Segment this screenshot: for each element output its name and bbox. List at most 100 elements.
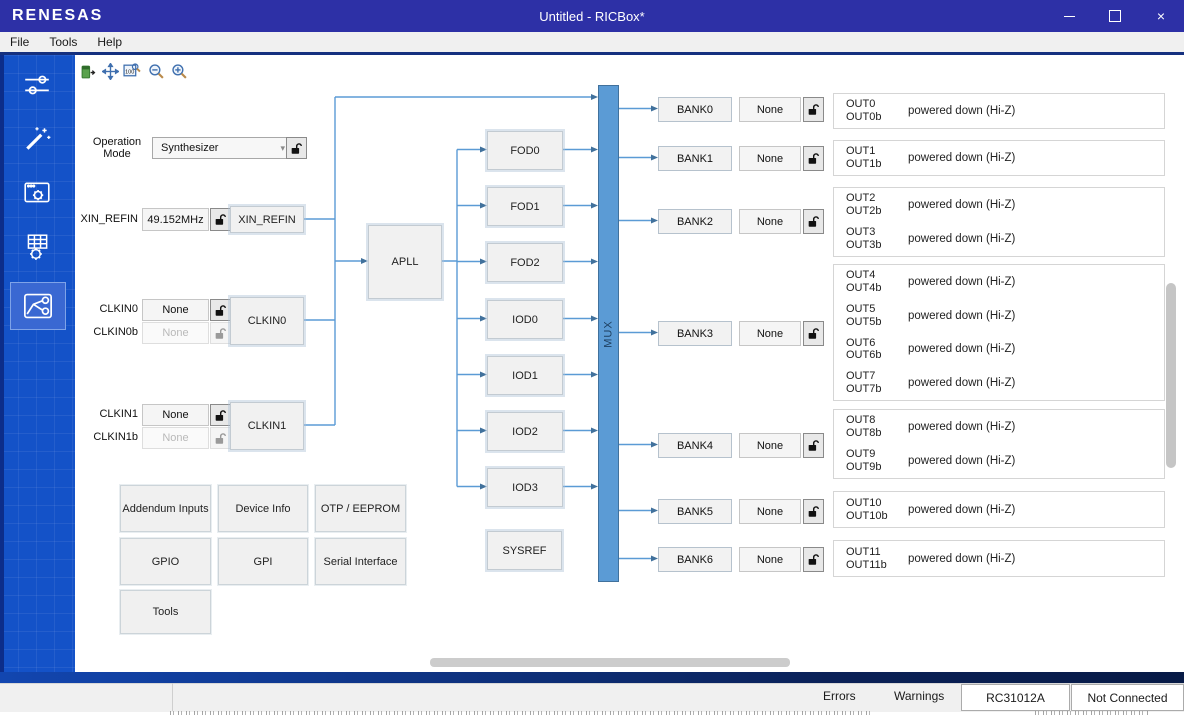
iod2-label: IOD2: [512, 425, 538, 438]
menu-tools[interactable]: Tools: [49, 35, 78, 49]
bank5-lock-button[interactable]: [803, 499, 824, 524]
out11b-name: OUT11b: [846, 558, 887, 571]
bank6-button[interactable]: BANK6: [658, 547, 732, 572]
out2b-name: OUT2b: [846, 205, 882, 217]
iod1-block[interactable]: IOD1: [487, 356, 563, 395]
title-bar: RENESAS Untitled - RICBox* ×: [0, 0, 1184, 32]
operation-mode-dropdown[interactable]: Synthesizer ▾: [152, 137, 292, 159]
bank0-button[interactable]: BANK0: [658, 97, 732, 122]
chevron-down-icon: ▾: [280, 142, 285, 153]
bank0-lock-button[interactable]: [803, 97, 824, 122]
iod0-block[interactable]: IOD0: [487, 300, 563, 339]
menu-file[interactable]: File: [10, 35, 30, 49]
bank5-button[interactable]: BANK5: [658, 499, 732, 524]
bank5-field[interactable]: None: [739, 499, 801, 524]
sidebar-item-tuning[interactable]: [10, 62, 64, 108]
bank3-lock-button[interactable]: [803, 321, 824, 346]
divider: [0, 52, 1184, 55]
warnings-label[interactable]: Warnings: [894, 689, 945, 703]
addendum-inputs-button[interactable]: Addendum Inputs: [120, 485, 211, 532]
out2-status: powered down (Hi-Z): [908, 199, 1016, 211]
bank4-field[interactable]: None: [739, 433, 801, 458]
out3-name: OUT3: [846, 226, 876, 239]
clkin1-lock-button[interactable]: [210, 404, 231, 426]
device-info-button[interactable]: Device Info: [218, 485, 308, 532]
iod3-block[interactable]: IOD3: [487, 468, 563, 507]
clkin0-block[interactable]: CLKIN0: [230, 297, 304, 345]
zoom-100-button[interactable]: 100: [122, 61, 142, 81]
zoom-out-button[interactable]: [146, 61, 166, 81]
serial-interface-button[interactable]: Serial Interface: [315, 538, 406, 585]
sysref-block[interactable]: SYSREF: [487, 531, 562, 570]
fod1-block[interactable]: FOD1: [487, 187, 563, 226]
fod2-block[interactable]: FOD2: [487, 243, 563, 282]
clipped-log-row: [1035, 711, 1150, 715]
otp-eeprom-button[interactable]: OTP / EEPROM: [315, 485, 406, 532]
bank2-field[interactable]: None: [739, 209, 801, 234]
tools-button[interactable]: Tools: [120, 590, 211, 634]
maximize-button[interactable]: [1092, 0, 1138, 32]
horizontal-scrollbar[interactable]: [430, 658, 790, 667]
sidebar-item-block-diagram[interactable]: [10, 282, 66, 330]
xin-refin-field[interactable]: 49.152MHz: [142, 208, 209, 231]
gpio-button[interactable]: GPIO: [120, 538, 211, 585]
mux-block[interactable]: MUX: [598, 85, 619, 582]
device-part-number[interactable]: RC31012A: [961, 684, 1070, 711]
sidebar-item-wizard[interactable]: [10, 116, 64, 162]
bank1-field[interactable]: None: [739, 146, 801, 171]
bank0-field[interactable]: None: [739, 97, 801, 122]
zoom-in-button[interactable]: [169, 61, 189, 81]
menu-help[interactable]: Help: [97, 35, 123, 49]
out10-status: powered down (Hi-Z): [908, 503, 1016, 516]
apll-block[interactable]: APLL: [368, 225, 442, 299]
fod1-label: FOD1: [510, 200, 540, 213]
fod0-block[interactable]: FOD0: [487, 131, 563, 170]
out1-status: powered down (Hi-Z): [908, 152, 1016, 164]
bank4-lock-button[interactable]: [803, 433, 824, 458]
fit-to-view-button[interactable]: [100, 61, 120, 81]
iod2-block[interactable]: IOD2: [487, 412, 563, 451]
export-diagram-button[interactable]: [78, 61, 98, 81]
bank3-field[interactable]: None: [739, 321, 801, 346]
bank6-field[interactable]: None: [739, 547, 801, 572]
operation-mode-lock-button[interactable]: [286, 137, 307, 159]
bank1-lock-button[interactable]: [803, 146, 824, 171]
out9-status: powered down (Hi-Z): [908, 455, 1016, 467]
bank4-button[interactable]: BANK4: [658, 433, 732, 458]
xin-refin-lock-button[interactable]: [210, 208, 231, 231]
out9-name: OUT9: [846, 448, 876, 461]
sidebar-item-register-map[interactable]: [10, 224, 64, 270]
clkin1-field[interactable]: None: [142, 404, 209, 426]
bank2-lock-button[interactable]: [803, 209, 824, 234]
errors-label[interactable]: Errors: [823, 689, 856, 703]
connection-status[interactable]: Not Connected: [1071, 684, 1184, 711]
close-button[interactable]: ×: [1138, 0, 1184, 32]
minimize-button[interactable]: [1046, 0, 1092, 32]
out8b-name: OUT8b: [846, 427, 882, 439]
bank6-lock-button[interactable]: [803, 547, 824, 572]
bank1-button[interactable]: BANK1: [658, 146, 732, 171]
clkin1-block[interactable]: CLKIN1: [230, 402, 304, 450]
gpi-button[interactable]: GPI: [218, 538, 308, 585]
bank3-button[interactable]: BANK3: [658, 321, 732, 346]
clkin0-lock-button[interactable]: [210, 299, 231, 321]
vertical-scrollbar[interactable]: [1166, 283, 1176, 468]
xin-refin-block[interactable]: XIN_REFIN: [230, 206, 304, 233]
clkin0-field[interactable]: None: [142, 299, 209, 321]
bank2-button[interactable]: BANK2: [658, 209, 732, 234]
sidebar-item-app-settings[interactable]: [10, 170, 64, 216]
